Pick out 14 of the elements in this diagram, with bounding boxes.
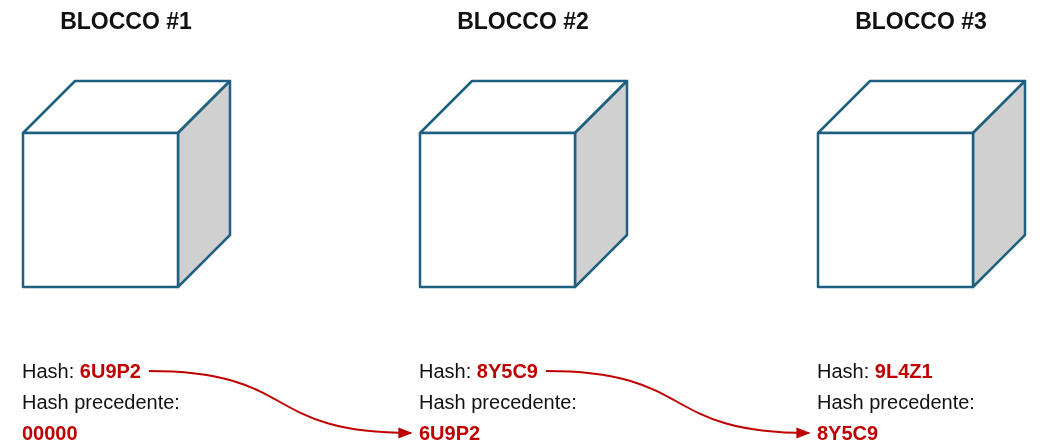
hash-label: Hash precedente: (817, 390, 975, 414)
curved-arrow (147, 370, 413, 439)
hash-text: Hash: 8Y5C9 (419, 359, 538, 383)
previous-hash-value: 00000 (22, 421, 78, 445)
block-title: BLOCCO #1 (59, 8, 193, 35)
block-title: BLOCCO #3 (854, 8, 988, 35)
hash-text: Hash: 9L4Z1 (817, 359, 933, 383)
block-title: BLOCCO #2 (456, 8, 590, 35)
hash-text: Hash: 6U9P2 (22, 359, 141, 383)
previous-hash-value: 8Y5C9 (817, 421, 879, 445)
previous-hash-value: 6U9P2 (419, 421, 481, 445)
hash-label: Hash precedente: (22, 390, 180, 414)
curved-arrow (544, 370, 811, 439)
hash-label: Hash precedente: (419, 390, 577, 414)
